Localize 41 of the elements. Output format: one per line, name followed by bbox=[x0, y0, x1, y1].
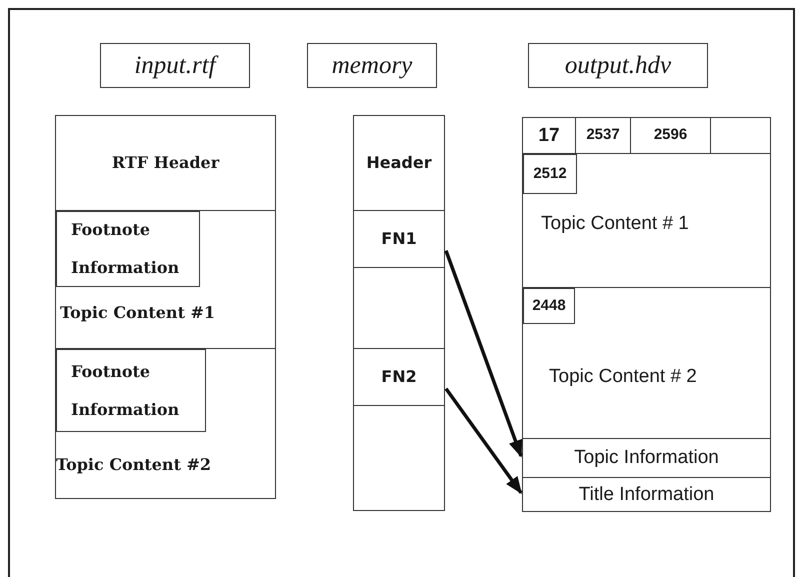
memory-block bbox=[56, 349, 206, 432]
memory-block bbox=[353, 210, 445, 268]
block-label: 2512 bbox=[533, 164, 567, 184]
memory-block bbox=[523, 154, 577, 194]
memory-block bbox=[56, 211, 200, 287]
block-label: Footnote Information bbox=[70, 360, 180, 420]
empty-box bbox=[353, 267, 445, 349]
block-label: Topic Information bbox=[574, 446, 719, 470]
memory-block bbox=[522, 153, 771, 288]
block-label: 2448 bbox=[532, 296, 566, 316]
memory-block bbox=[522, 438, 771, 478]
memory-block bbox=[55, 348, 276, 499]
arrow bbox=[444, 388, 522, 494]
block-label: output.hdv bbox=[564, 50, 672, 81]
block-label: FN1 bbox=[381, 229, 417, 249]
block-label: Topic Content #2 bbox=[56, 455, 212, 475]
block-label: Topic Content # 2 bbox=[549, 365, 697, 389]
memory-block bbox=[307, 43, 437, 88]
memory-block bbox=[55, 115, 276, 211]
block-label: Topic Content #1 bbox=[60, 303, 216, 323]
arrow bbox=[444, 250, 523, 458]
memory-block bbox=[523, 288, 575, 324]
memory-block bbox=[100, 43, 250, 88]
memory-block bbox=[522, 477, 771, 512]
memory-block bbox=[522, 287, 771, 439]
block-label: 2537 bbox=[586, 126, 620, 145]
block-label: RTF Header bbox=[112, 153, 220, 173]
memory-block bbox=[353, 348, 445, 406]
block-label: memory bbox=[332, 50, 412, 81]
block-label: Footnote Information bbox=[70, 219, 180, 279]
memory-block bbox=[55, 210, 276, 349]
block-label: Topic Content # 1 bbox=[541, 212, 689, 236]
memory-block bbox=[353, 115, 445, 211]
block-label: 17 bbox=[538, 124, 560, 148]
block-label: FN2 bbox=[381, 367, 417, 387]
block-label: input.rtf bbox=[134, 50, 216, 82]
memory-block bbox=[528, 43, 708, 88]
block-label: Title Information bbox=[578, 482, 714, 506]
block-label: Header bbox=[366, 153, 432, 173]
memory-block bbox=[522, 117, 576, 154]
block-label: 2596 bbox=[654, 126, 688, 145]
